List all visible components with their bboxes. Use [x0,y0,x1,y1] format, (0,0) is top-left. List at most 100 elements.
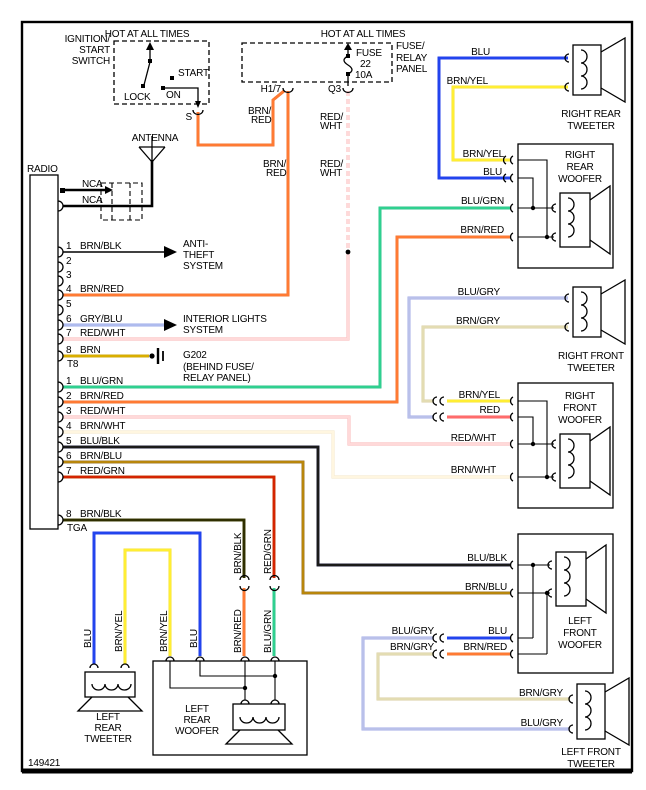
nca-label: NCA [82,195,103,206]
speaker-name: WOOFER [558,174,602,185]
wire-label-vertical: BLU/GRN [263,610,274,653]
ground-label: (BEHIND FUSE/ [183,362,254,373]
fuse-panel-box [241,42,393,83]
pin-number: 8 [66,509,72,520]
pin-number: 7 [66,328,72,339]
internal-wiring [169,159,554,700]
antenna-connector-box [100,182,143,221]
page-border [20,20,634,774]
ignition-label-3: SWITCH [72,56,110,67]
pin-number: 6 [66,314,72,325]
terminals-and-connectors [165,155,514,662]
speaker-name: RIGHT [565,391,595,402]
wire-label-vertical: BRN/BLK [233,532,244,574]
terminal-h17-label: H1/7 [261,84,282,95]
wire-label: RED/WHT [451,433,496,444]
ignition-label-2: START [79,45,110,56]
wire-label: BLU [471,47,490,58]
wire-blu-blk-pin5 [63,445,511,567]
document-number: 149421 [28,758,61,769]
wire-label-vertical: BLU [189,629,200,648]
ignition-switch [113,40,210,116]
speaker-name: TWEETER [567,121,615,132]
pin-number: 8 [66,345,72,356]
pin-number: 5 [66,299,72,310]
arrow-right-icon [105,186,113,194]
left-rear-woofer-icon [224,699,294,745]
speaker-name: REAR [95,723,122,734]
wire-label: BLU/GRN [461,196,504,207]
connector-t8-label: T8 [67,359,79,370]
wire-label: RED/ [320,159,344,170]
speaker-name: TWEETER [84,734,132,745]
pin-wire: BRN/BLU [80,451,122,462]
wire-label: BRN/YEL [459,390,501,401]
panel-label-2: RELAY [396,53,428,64]
speaker-name: LEFT [96,712,120,723]
wire-label: RED [479,405,500,416]
speaker-name: LEFT [568,616,592,627]
wire-label: WHT [320,121,342,132]
right-rear-tweeter-icon [564,36,626,104]
wire-label: BLU/GRY [521,718,564,729]
right-rear-woofer-box [517,143,614,269]
system-symbols [149,246,177,364]
anti-theft-label: THEFT [183,250,214,261]
wire-label: BRN/ [263,159,287,170]
speaker-name: TWEETER [567,759,615,770]
right-front-woofer-icon [551,425,611,497]
arrow-down-icon [195,101,201,108]
left-front-woofer-box [517,533,614,674]
wire-brn-wht-pin4 [63,430,511,479]
wire-brn-blu-pin6 [63,460,511,595]
connector-tga-label: TGA [67,523,87,534]
speaker-name: RIGHT [565,150,595,161]
pin-number: 2 [66,256,72,267]
pin-number: 7 [66,466,72,477]
wire-label: RED [266,168,287,179]
pin-number: 3 [66,270,72,281]
fuse-rating: 10A [355,70,373,81]
arrow-up-icon [146,42,154,50]
pin-wire: BLU/GRN [80,376,123,387]
ground-label: RELAY PANEL) [183,373,251,384]
pin-number: 1 [66,376,72,387]
antenna-label: ANTENNA [132,133,179,144]
wire-label-vertical: BRN/YEL [159,610,170,652]
wire-label: BRN/YEL [463,149,505,160]
terminal-q3-label: Q3 [328,84,342,95]
pin-number: 5 [66,436,72,447]
interior-lights-label: INTERIOR LIGHTS [183,314,267,325]
pin-number: 1 [66,241,72,252]
terminal-s-label: S [186,112,193,123]
wire-label: BRN/YEL [447,76,489,87]
wire-label: BRN/RED [463,642,507,653]
terminal-s-arc [192,109,204,116]
ground-label: G202 [183,350,207,361]
pin-number: 4 [66,421,72,432]
wire-label: BRN/RED [460,225,504,236]
wires [63,56,570,731]
pin-wire: RED/WHT [80,328,125,339]
speaker-name: FRONT [563,628,597,639]
wire-label: WHT [320,168,342,179]
wire-nca-2 [63,160,154,208]
wire-label: BRN/WHT [451,465,496,476]
pin-wire: BRN/WHT [80,421,125,432]
pin-wire: BRN/RED [80,391,124,402]
terminal-h17-arc [282,87,294,94]
radio-label: RADIO [27,164,58,175]
pin-wire: GRY/BLU [80,314,122,325]
arrow-up-icon [344,43,352,50]
wire-label: BRN/ [248,106,272,117]
radio [29,136,166,530]
wire-label-vertical: RED/GRN [263,529,274,574]
labels: HOT AT ALL TIMES HOT AT ALL TIMES IGNITI… [27,29,624,770]
wire-label-vertical: BRN/RED [233,609,244,653]
wire-label: RED [251,115,272,126]
pin-wire: BRN/BLK [80,241,122,252]
pin-wire: BRN/RED [80,284,124,295]
left-front-tweeter-icon [568,676,630,747]
pin-number: 2 [66,391,72,402]
wire-blu-lr [92,531,202,664]
